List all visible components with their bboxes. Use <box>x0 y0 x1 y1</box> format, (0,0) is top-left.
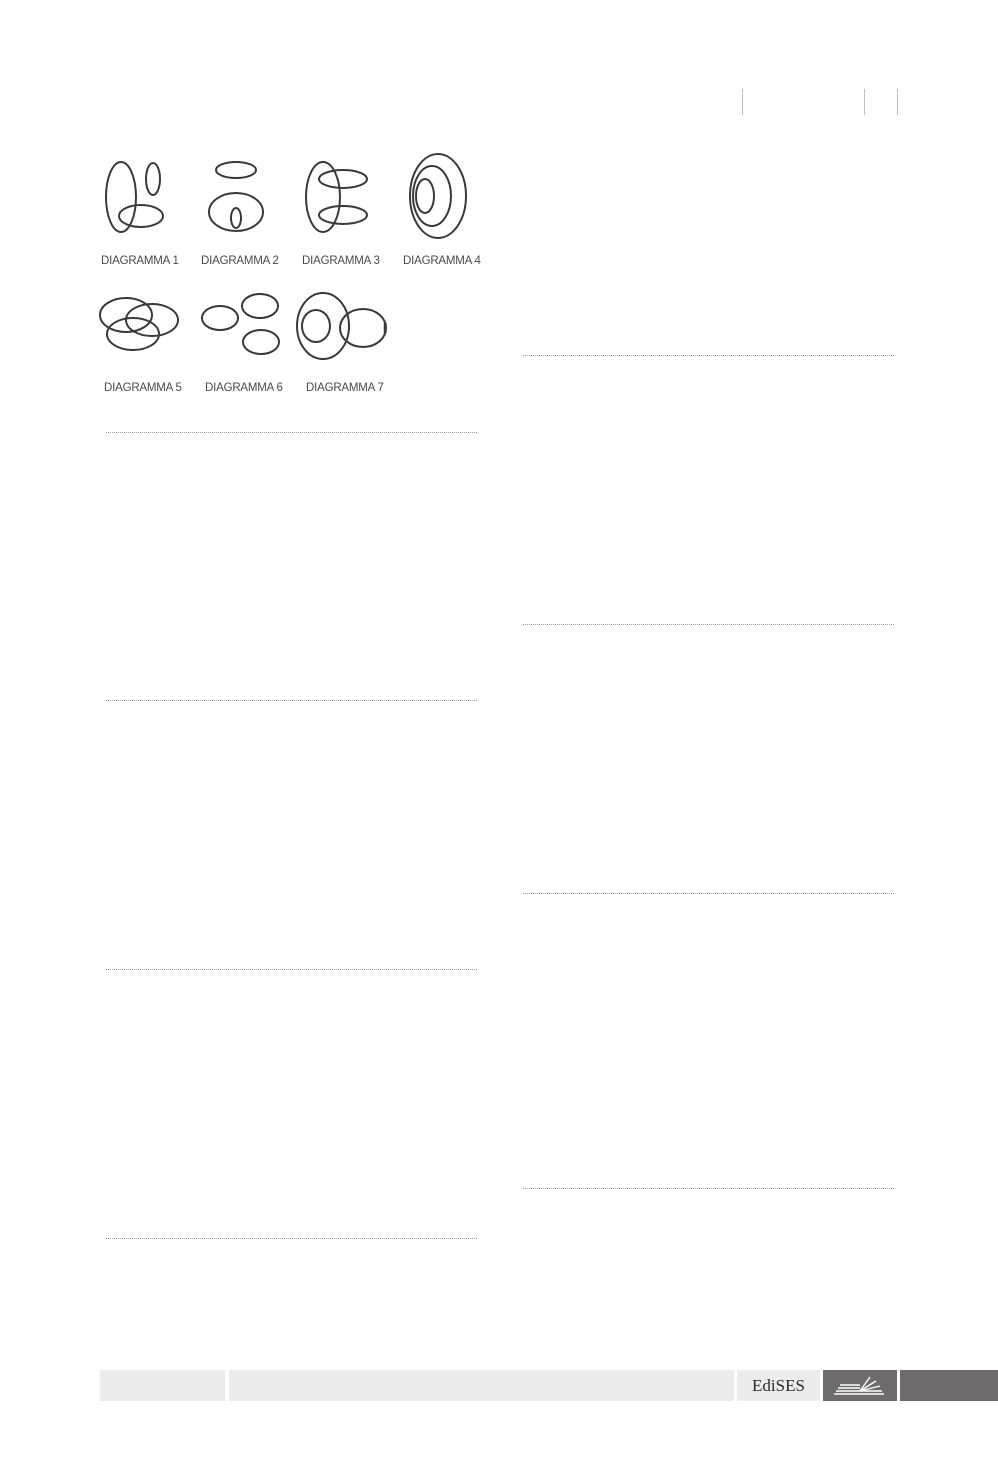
open-book-icon <box>834 1376 884 1395</box>
diagram-caption: DIAGRAMMA 3 <box>302 255 380 267</box>
answer-line <box>106 969 477 970</box>
answer-line <box>106 1238 477 1239</box>
diagram-7-shapes <box>296 292 387 360</box>
header-divider <box>864 89 865 115</box>
diagram-2-shapes <box>208 161 264 232</box>
answer-line <box>523 1188 894 1189</box>
diagram-4-shapes <box>409 153 467 239</box>
diagram-caption: DIAGRAMMA 1 <box>101 255 179 267</box>
diagram-caption: DIAGRAMMA 4 <box>403 255 481 267</box>
answer-line <box>523 624 894 625</box>
footer-band <box>737 1370 820 1401</box>
diagram-5-shapes <box>99 297 179 351</box>
diagram-6-shapes <box>201 293 280 355</box>
diagram-caption: DIAGRAMMA 6 <box>205 382 283 394</box>
header-divider <box>897 89 898 115</box>
diagram-3-shapes <box>305 161 368 233</box>
answer-line <box>106 700 477 701</box>
diagram-caption: DIAGRAMMA 7 <box>306 382 384 394</box>
diagram-caption: DIAGRAMMA 2 <box>201 255 279 267</box>
publisher-logo: EdiSES <box>752 1375 805 1395</box>
footer-band <box>229 1370 734 1401</box>
answer-line <box>106 432 477 433</box>
footer-band <box>100 1370 225 1401</box>
diagram-1-shapes <box>105 161 164 233</box>
answer-line <box>523 893 894 894</box>
footer-band-dark <box>900 1370 998 1401</box>
header-divider <box>742 89 743 115</box>
diagram-caption: DIAGRAMMA 5 <box>104 382 182 394</box>
answer-line <box>523 355 894 356</box>
venn-diagrams-figure: DIAGRAMMA 1 DIAGRAMMA 2 DIAGRAMMA 3 DIAG… <box>96 148 486 400</box>
